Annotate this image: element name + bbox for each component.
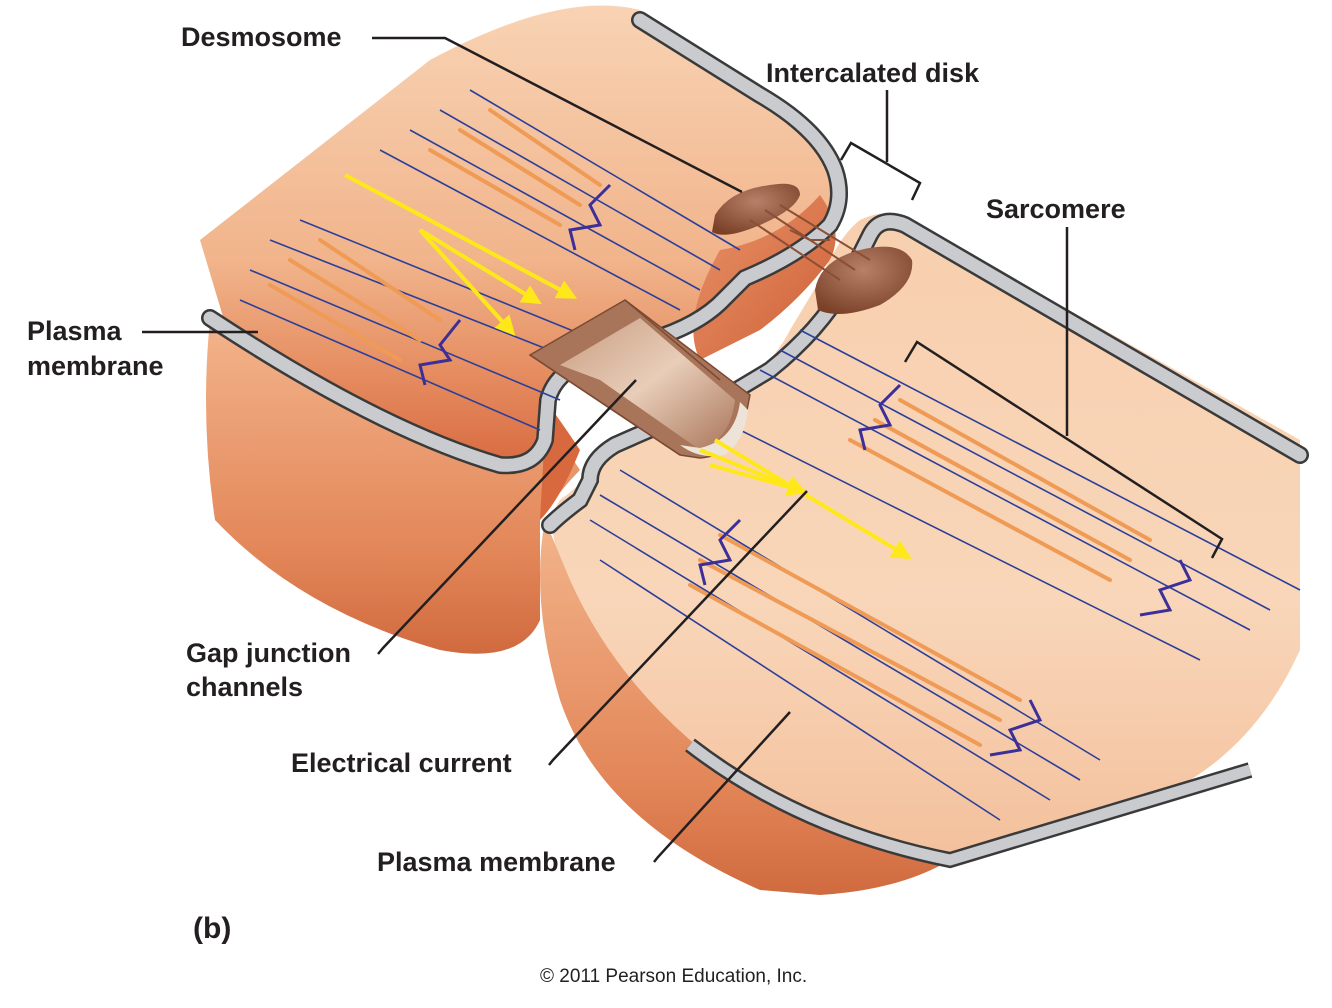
right-cell-body	[540, 520, 950, 895]
electrical-current-arrows	[344, 173, 912, 560]
label-plasma-membrane-left-line1: Plasma	[27, 316, 122, 346]
desmosome-structure	[712, 183, 913, 314]
leader-electrical-current	[548, 490, 808, 766]
copyright-notice: © 2011 Pearson Education, Inc.	[540, 966, 808, 987]
left-cell-myosin-filaments	[268, 108, 602, 362]
leader-lines	[142, 36, 1224, 863]
label-electrical-current: Electrical current	[291, 748, 512, 778]
left-cell-body	[206, 320, 580, 654]
label-plasma-membrane-left-line2: membrane	[27, 351, 164, 381]
label-desmosome: Desmosome	[181, 22, 342, 52]
left-cell-actin-filaments	[239, 89, 741, 431]
right-cell-myosin-filaments	[688, 398, 1152, 747]
leader-gap-junction	[377, 379, 637, 655]
label-plasma-membrane-bottom: Plasma membrane	[377, 847, 616, 877]
leader-intercalated-disk	[839, 141, 922, 201]
leader-desmosome	[372, 36, 743, 194]
left-cell-top	[200, 5, 841, 471]
label-gap-junction-line2: channels	[186, 672, 304, 702]
leader-sarcomere-bracket	[903, 340, 1224, 559]
panel-label: (b)	[193, 912, 232, 945]
gap-junction-channel	[528, 299, 751, 459]
left-cell-z-discs	[418, 183, 612, 386]
right-cell-top	[552, 213, 1300, 861]
right-cell-z-discs	[698, 383, 1193, 757]
label-gap-junction-line1: Gap junction	[186, 638, 351, 668]
label-sarcomere: Sarcomere	[986, 194, 1126, 224]
leader-plasma-membrane-bottom	[653, 711, 791, 863]
label-intercalated-disk: Intercalated disk	[766, 58, 980, 88]
